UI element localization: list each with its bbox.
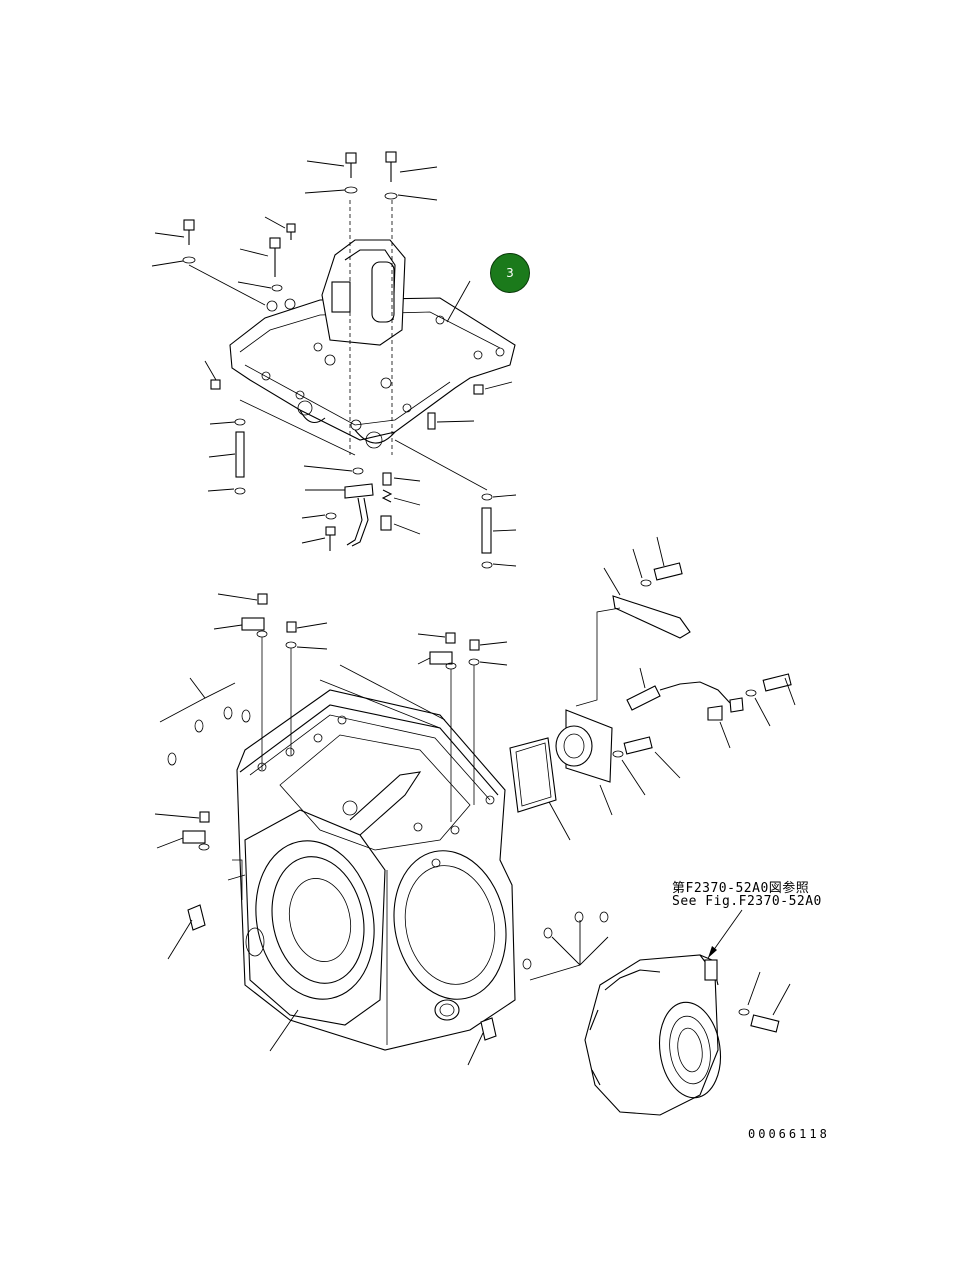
sensor-and-bracket bbox=[509, 536, 796, 816]
upper-leader-lines bbox=[151, 160, 517, 567]
reference-note-english: See Fig.F2370-52A0 bbox=[672, 894, 822, 909]
reference-note-japanese: 第F2370-52A0図参照 bbox=[672, 881, 810, 896]
top-plate-assembly bbox=[229, 200, 516, 455]
case-plugs-and-seals bbox=[167, 593, 609, 1041]
transmission-case bbox=[227, 689, 516, 1051]
top-bolts bbox=[182, 151, 484, 430]
callout-number-badge[interactable]: 3 bbox=[490, 253, 530, 293]
callout-number: 3 bbox=[506, 266, 514, 280]
torque-converter bbox=[584, 909, 791, 1116]
lower-leader-lines bbox=[154, 593, 609, 1066]
drawing-number: 00066118 bbox=[748, 1127, 830, 1141]
pins-and-oil-tube bbox=[234, 399, 493, 569]
